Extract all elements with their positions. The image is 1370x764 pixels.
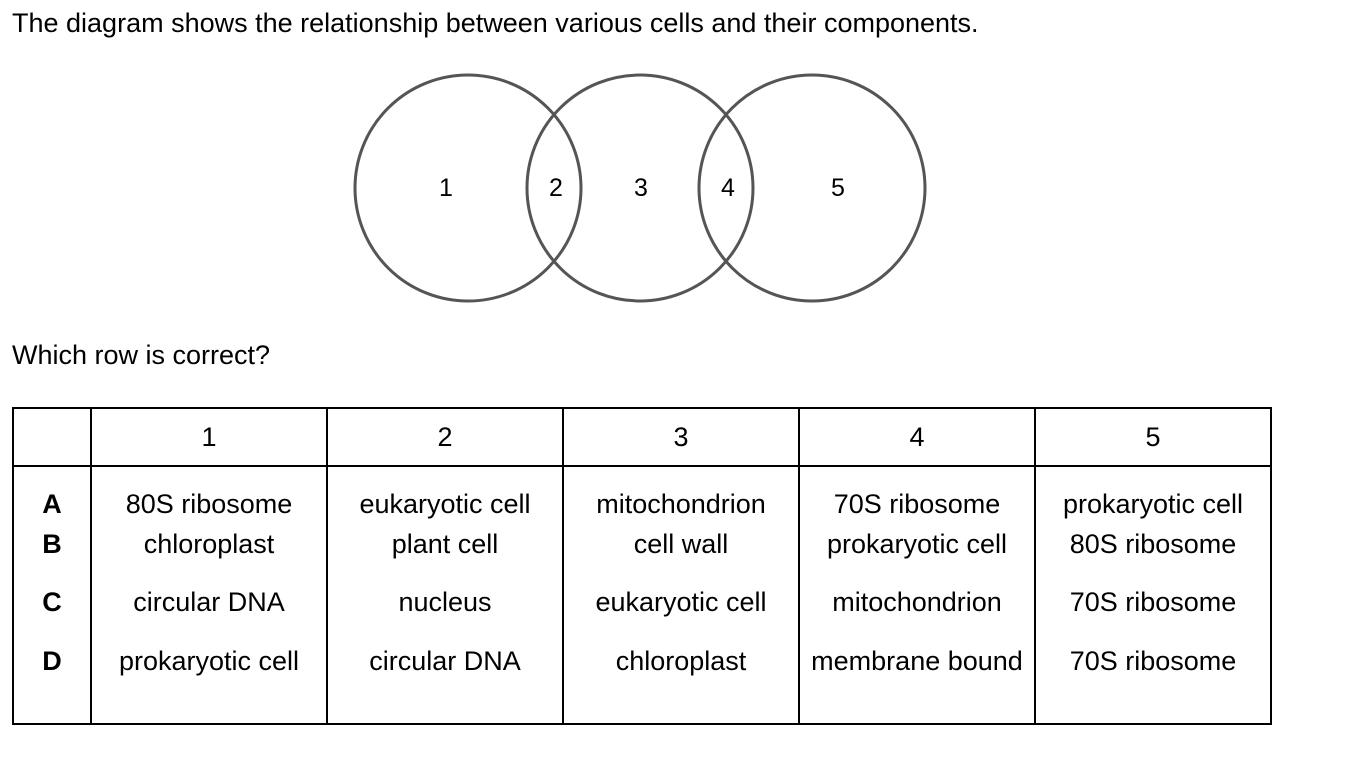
table-cell: 70S ribosome — [798, 466, 1036, 525]
intro-text: The diagram shows the relationship betwe… — [12, 8, 979, 38]
venn-region-3: 3 — [634, 174, 648, 202]
venn-circle-middle — [525, 73, 755, 303]
table-cell: cell wall — [562, 525, 800, 583]
table-cell: nucleus — [326, 583, 564, 641]
table-cell: 70S ribosome — [1034, 583, 1272, 641]
table-cell: 70S ribosome — [1034, 641, 1272, 725]
row-letter: A — [12, 466, 92, 525]
table-cell: 80S ribosome — [90, 466, 328, 525]
table-header-row: 1 2 3 4 5 — [12, 407, 1272, 467]
table-cell: membrane bound — [798, 641, 1036, 725]
venn-region-1: 1 — [439, 174, 453, 202]
venn-diagram: 1 2 3 4 5 — [353, 73, 927, 303]
table-cell: plant cell — [326, 525, 564, 583]
table-cell: 80S ribosome — [1034, 525, 1272, 583]
header-cell-blank — [12, 407, 92, 467]
header-cell-4: 4 — [798, 407, 1036, 467]
table-cell: chloroplast — [562, 641, 800, 725]
venn-region-2: 2 — [549, 174, 563, 202]
venn-region-5: 5 — [831, 174, 845, 202]
table-cell: circular DNA — [90, 583, 328, 641]
table-cell: eukaryotic cell — [326, 466, 564, 525]
venn-region-4: 4 — [721, 174, 735, 202]
venn-circle-left — [353, 73, 583, 303]
table-cell: chloroplast — [90, 525, 328, 583]
header-cell-2: 2 — [326, 407, 564, 467]
table-cell: mitochondrion — [798, 583, 1036, 641]
table-row-d: D prokaryotic cell circular DNA chloropl… — [12, 641, 1272, 725]
question-text: Which row is correct? — [12, 340, 271, 370]
table-cell: mitochondrion — [562, 466, 800, 525]
row-letter: C — [12, 583, 92, 641]
table-cell: prokaryotic cell — [798, 525, 1036, 583]
header-cell-1: 1 — [90, 407, 328, 467]
table-cell: eukaryotic cell — [562, 583, 800, 641]
row-letter: B — [12, 525, 92, 583]
table-cell: prokaryotic cell — [90, 641, 328, 725]
venn-circle-right — [697, 73, 927, 303]
row-letter: D — [12, 641, 92, 725]
table-row-a: A 80S ribosome eukaryotic cell mitochond… — [12, 466, 1272, 525]
table-cell: prokaryotic cell — [1034, 466, 1272, 525]
table-row-b: B chloroplast plant cell cell wall proka… — [12, 525, 1272, 583]
header-cell-3: 3 — [562, 407, 800, 467]
answer-table: 1 2 3 4 5 A 80S ribosome eukaryotic cell… — [12, 407, 1272, 725]
table-row-c: C circular DNA nucleus eukaryotic cell m… — [12, 583, 1272, 641]
table-cell: circular DNA — [326, 641, 564, 725]
header-cell-5: 5 — [1034, 407, 1272, 467]
